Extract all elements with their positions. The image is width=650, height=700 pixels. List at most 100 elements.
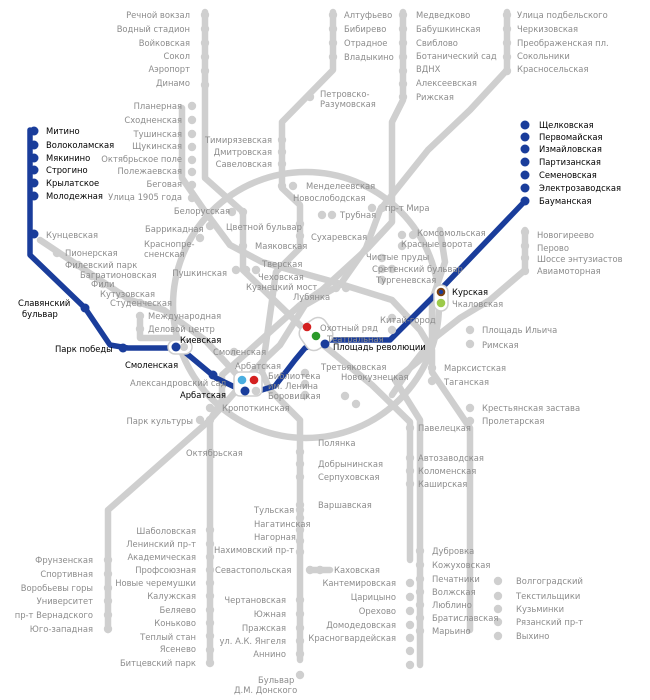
line-filevskaya [36, 236, 244, 382]
label-kashirskaya: Каширская [418, 479, 467, 489]
station-dot [295, 219, 305, 229]
transfer-kurskaya [433, 284, 449, 312]
label-tsaritsyno: Царицыно [351, 592, 396, 602]
station-dot [415, 587, 425, 597]
station-dot-kuntsevskaya[interactable] [29, 229, 39, 239]
label-kakhovskaya: Каховская [334, 565, 380, 575]
station-dot [295, 525, 305, 535]
label-vdnh: ВДНХ [416, 64, 441, 74]
station-dot [52, 248, 62, 258]
station-dot [502, 24, 512, 34]
label-baumanskaya: Бауманская [539, 196, 592, 206]
label-mayakovskaya: Маяковская [255, 241, 307, 251]
station-dot-myakinino[interactable] [29, 153, 39, 163]
label-tverskaya: Тверская [261, 259, 302, 269]
station-dot-schelkovskaya[interactable] [520, 120, 530, 130]
station-dot-molodezhnaya[interactable] [29, 191, 39, 201]
label-varshavskaya: Варшавская [318, 500, 372, 510]
station-dot [187, 115, 197, 125]
label-shosse-entuziastov: Шоссе энтузиастов [537, 254, 623, 264]
station-dot-strogino[interactable] [29, 165, 39, 175]
label-otradnoe: Отрадное [344, 38, 387, 48]
label-dmitrovskaya: Дмитровская [214, 147, 272, 157]
label-aeroport: Аэропорт [148, 64, 190, 74]
label-arbatskaya-gray: Арбатская [235, 361, 281, 371]
transfer-dot-gray [251, 386, 261, 396]
station-dot-mitino[interactable] [29, 126, 39, 136]
label-kantemirovskaya: Кантемировская [322, 578, 396, 588]
label-park-kultury: Парк культуры [126, 416, 193, 426]
label-maryino: Марьино [432, 626, 471, 636]
station-dot-volokolamskaya[interactable] [29, 140, 39, 150]
label-biblioteka-2: им. Ленина [268, 381, 318, 391]
station-dot-krylatskoe[interactable] [29, 178, 39, 188]
station-dot [295, 231, 305, 241]
station-dot [205, 552, 215, 562]
label-barrikadnaya: Баррикадная [145, 224, 204, 234]
label-rizhskaya: Рижская [416, 92, 454, 102]
station-dot [205, 565, 215, 575]
label-pechatniki: Печатники [432, 574, 480, 584]
station-dot-izmaylovskaya[interactable] [520, 144, 530, 154]
label-petrovsko-1: Петровско- [320, 89, 370, 99]
station-dot-elektrozavodskaya[interactable] [520, 183, 530, 193]
label-kutuzovskaya: Кутузовская [100, 289, 155, 299]
label-sviblovo: Свиблово [416, 38, 458, 48]
station-dot-smolenskaya[interactable] [208, 370, 218, 380]
label-begovaya: Беговая [146, 179, 182, 189]
station-dot [398, 52, 408, 62]
station-dot [415, 613, 425, 623]
label-belorusskaya: Белорусская [174, 206, 230, 216]
station-dot [187, 180, 197, 190]
station-dot [405, 466, 415, 476]
station-dot-baumanskaya[interactable] [520, 196, 530, 206]
transfer-kievskaya [167, 339, 193, 355]
station-dot [171, 342, 181, 352]
label-ulitsa-podbelskogo: Улица подбельского [517, 10, 608, 20]
label-alekseevskaya: Алексеевская [416, 78, 477, 88]
station-dot [295, 595, 305, 605]
station-dot [103, 569, 113, 579]
station-dot [328, 24, 338, 34]
label-lyublino: Люблино [432, 600, 472, 610]
label-leninsky: Ленинский пр-т [126, 539, 196, 549]
label-bulvar-2: Д.М. Донского [234, 685, 297, 695]
label-bulvar-1: Бульвар [258, 675, 294, 685]
station-dot [103, 583, 113, 593]
station-dot [387, 264, 397, 274]
label-krylatskoe: Крылатское [46, 178, 99, 188]
station-dot-pervomayskaya[interactable] [520, 132, 530, 142]
station-dot [295, 609, 305, 619]
station-dot-park-pobedy[interactable] [118, 343, 128, 353]
station-dot-semenovskaya[interactable] [520, 170, 530, 180]
station-dot [195, 415, 205, 425]
label-lubyanka: Лубянка [293, 292, 330, 302]
station-dot [238, 207, 248, 217]
station-dot [493, 617, 503, 627]
station-dot [288, 181, 298, 191]
station-dot [195, 233, 205, 243]
station-dot [200, 52, 210, 62]
station-dot [295, 649, 305, 659]
label-komsomolskaya: Комсомольская [417, 228, 486, 238]
label-volzhskaya: Волжская [432, 587, 476, 597]
label-studencheskaya: Студенческая [110, 298, 172, 308]
label-kuznetsky-most: Кузнецкий мост [246, 282, 317, 292]
station-dot [200, 80, 210, 90]
station-dot [277, 147, 287, 157]
station-dot [405, 633, 415, 643]
label-chkalovskaya: Чкаловская [452, 299, 503, 309]
label-planernaya: Планерная [134, 101, 182, 111]
station-dot [493, 591, 503, 601]
label-belyaevo: Беляево [159, 605, 196, 615]
label-aviamotornaya: Авиамоторная [537, 266, 601, 276]
label-sportivnaya: Спортивная [40, 569, 93, 579]
station-dot [305, 92, 315, 102]
label-pr-t-vernadskogo: пр-т Вернадского [15, 610, 93, 620]
station-dot-slavyansky[interactable] [80, 303, 90, 313]
label-marksistskaya: Марксистская [444, 363, 506, 373]
station-dot [351, 399, 361, 409]
label-preobrazhenskaya: Преображенская пл. [517, 38, 609, 48]
station-dot-partizanskaya[interactable] [520, 157, 530, 167]
station-dot [187, 129, 197, 139]
